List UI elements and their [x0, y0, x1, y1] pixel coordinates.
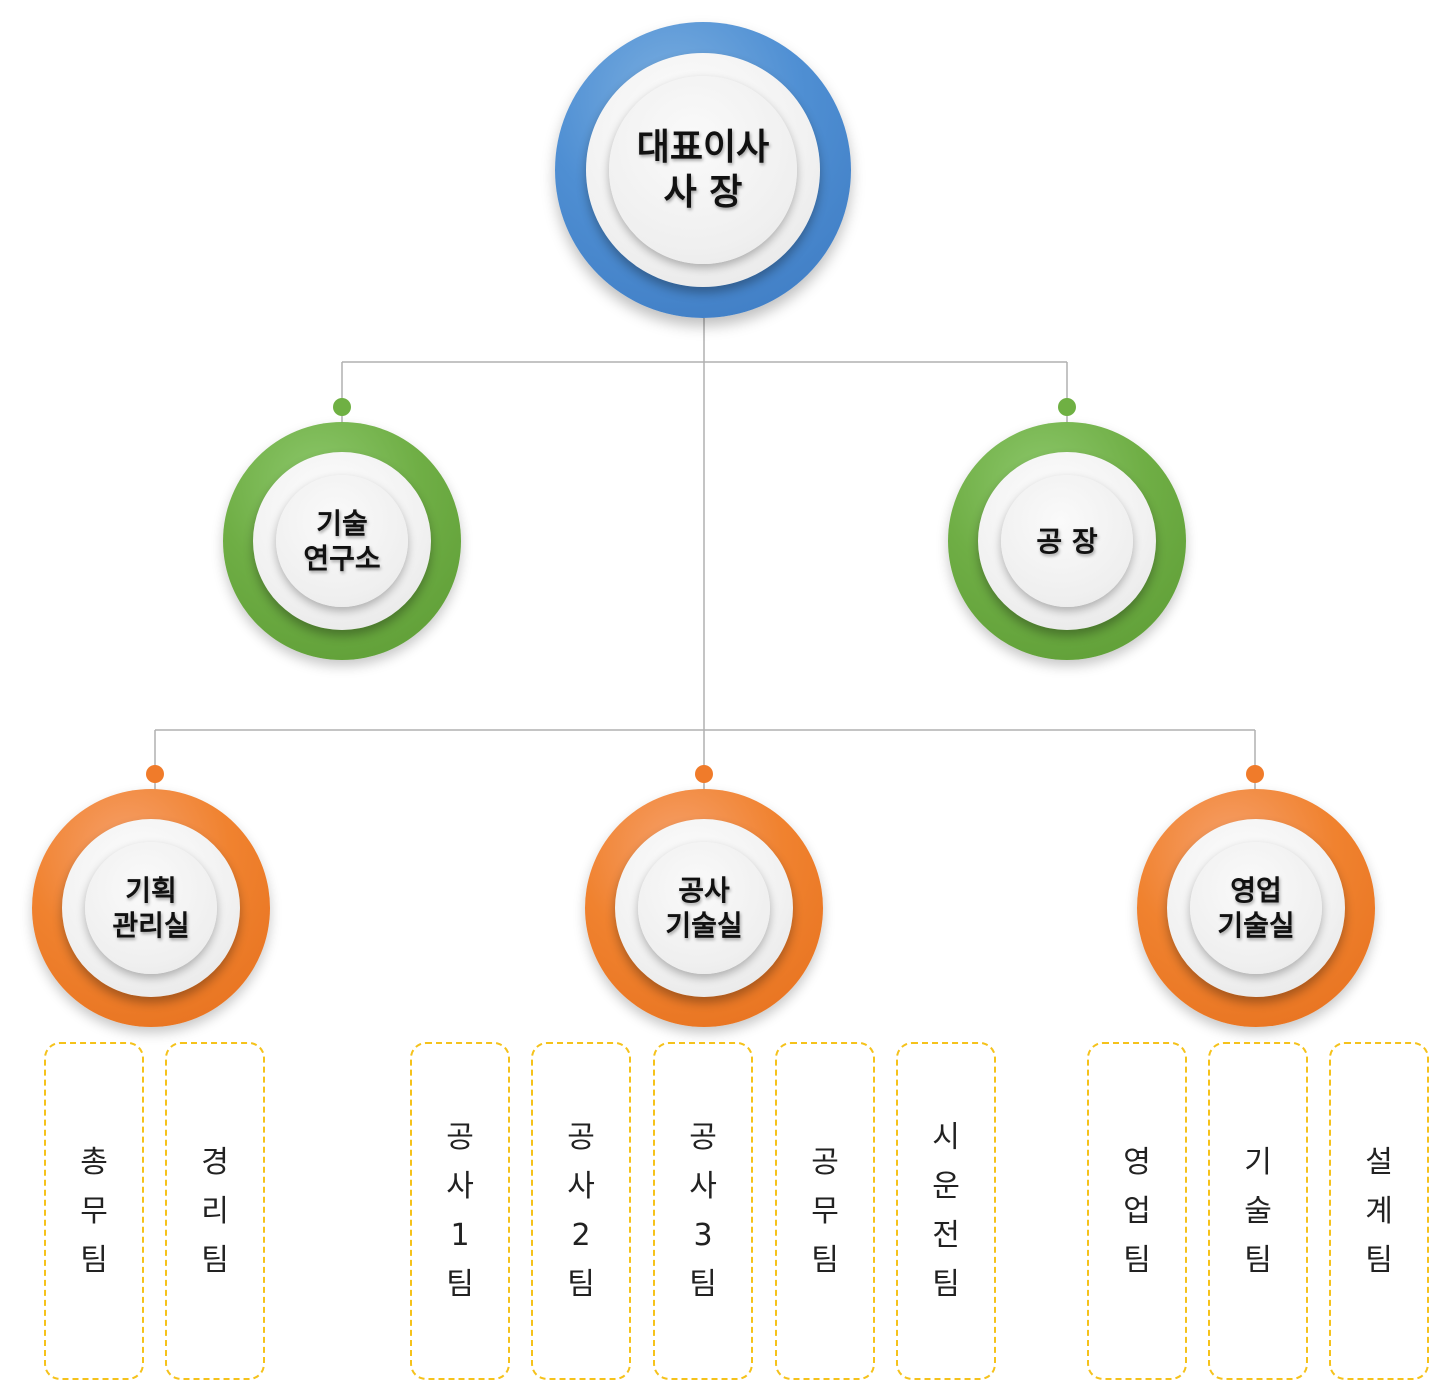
team-box-construction-1[interactable]: 공 사 1 팀: [410, 1042, 510, 1380]
ceo-node[interactable]: 대표이사 사 장: [555, 22, 851, 318]
team-box-sales[interactable]: 영 업 팀: [1087, 1042, 1187, 1380]
team-box-construction-2[interactable]: 공 사 2 팀: [531, 1042, 631, 1380]
connector-dot-planning: [146, 765, 164, 783]
team-box-technical[interactable]: 기 술 팀: [1208, 1042, 1308, 1380]
team-box-construction-3[interactable]: 공 사 3 팀: [653, 1042, 753, 1380]
lab-title: 기술 연구소: [303, 507, 381, 575]
lab-node[interactable]: 기술 연구소: [223, 422, 461, 660]
ceo-title: 대표이사 사 장: [636, 127, 770, 213]
team-box-general-affairs[interactable]: 총 무 팀: [44, 1042, 144, 1380]
connector-dot-sales: [1246, 765, 1264, 783]
construction-node[interactable]: 공사 기술실: [585, 789, 823, 1027]
construction-title: 공사 기술실: [665, 874, 743, 942]
sales-node[interactable]: 영업 기술실: [1137, 789, 1375, 1027]
team-box-trial-operation[interactable]: 시 운 전 팀: [896, 1042, 996, 1380]
team-box-design[interactable]: 설 계 팀: [1329, 1042, 1429, 1380]
team-box-accounting[interactable]: 경 리 팀: [165, 1042, 265, 1380]
sales-title: 영업 기술실: [1217, 874, 1295, 942]
connector-dot-lab: [333, 398, 351, 416]
factory-title: 공 장: [1036, 524, 1098, 558]
team-box-construction-affairs[interactable]: 공 무 팀: [775, 1042, 875, 1380]
factory-node[interactable]: 공 장: [948, 422, 1186, 660]
planning-title: 기획 관리실: [112, 874, 190, 942]
planning-node[interactable]: 기획 관리실: [32, 789, 270, 1027]
connector-dot-factory: [1058, 398, 1076, 416]
connector-dot-construction: [695, 765, 713, 783]
